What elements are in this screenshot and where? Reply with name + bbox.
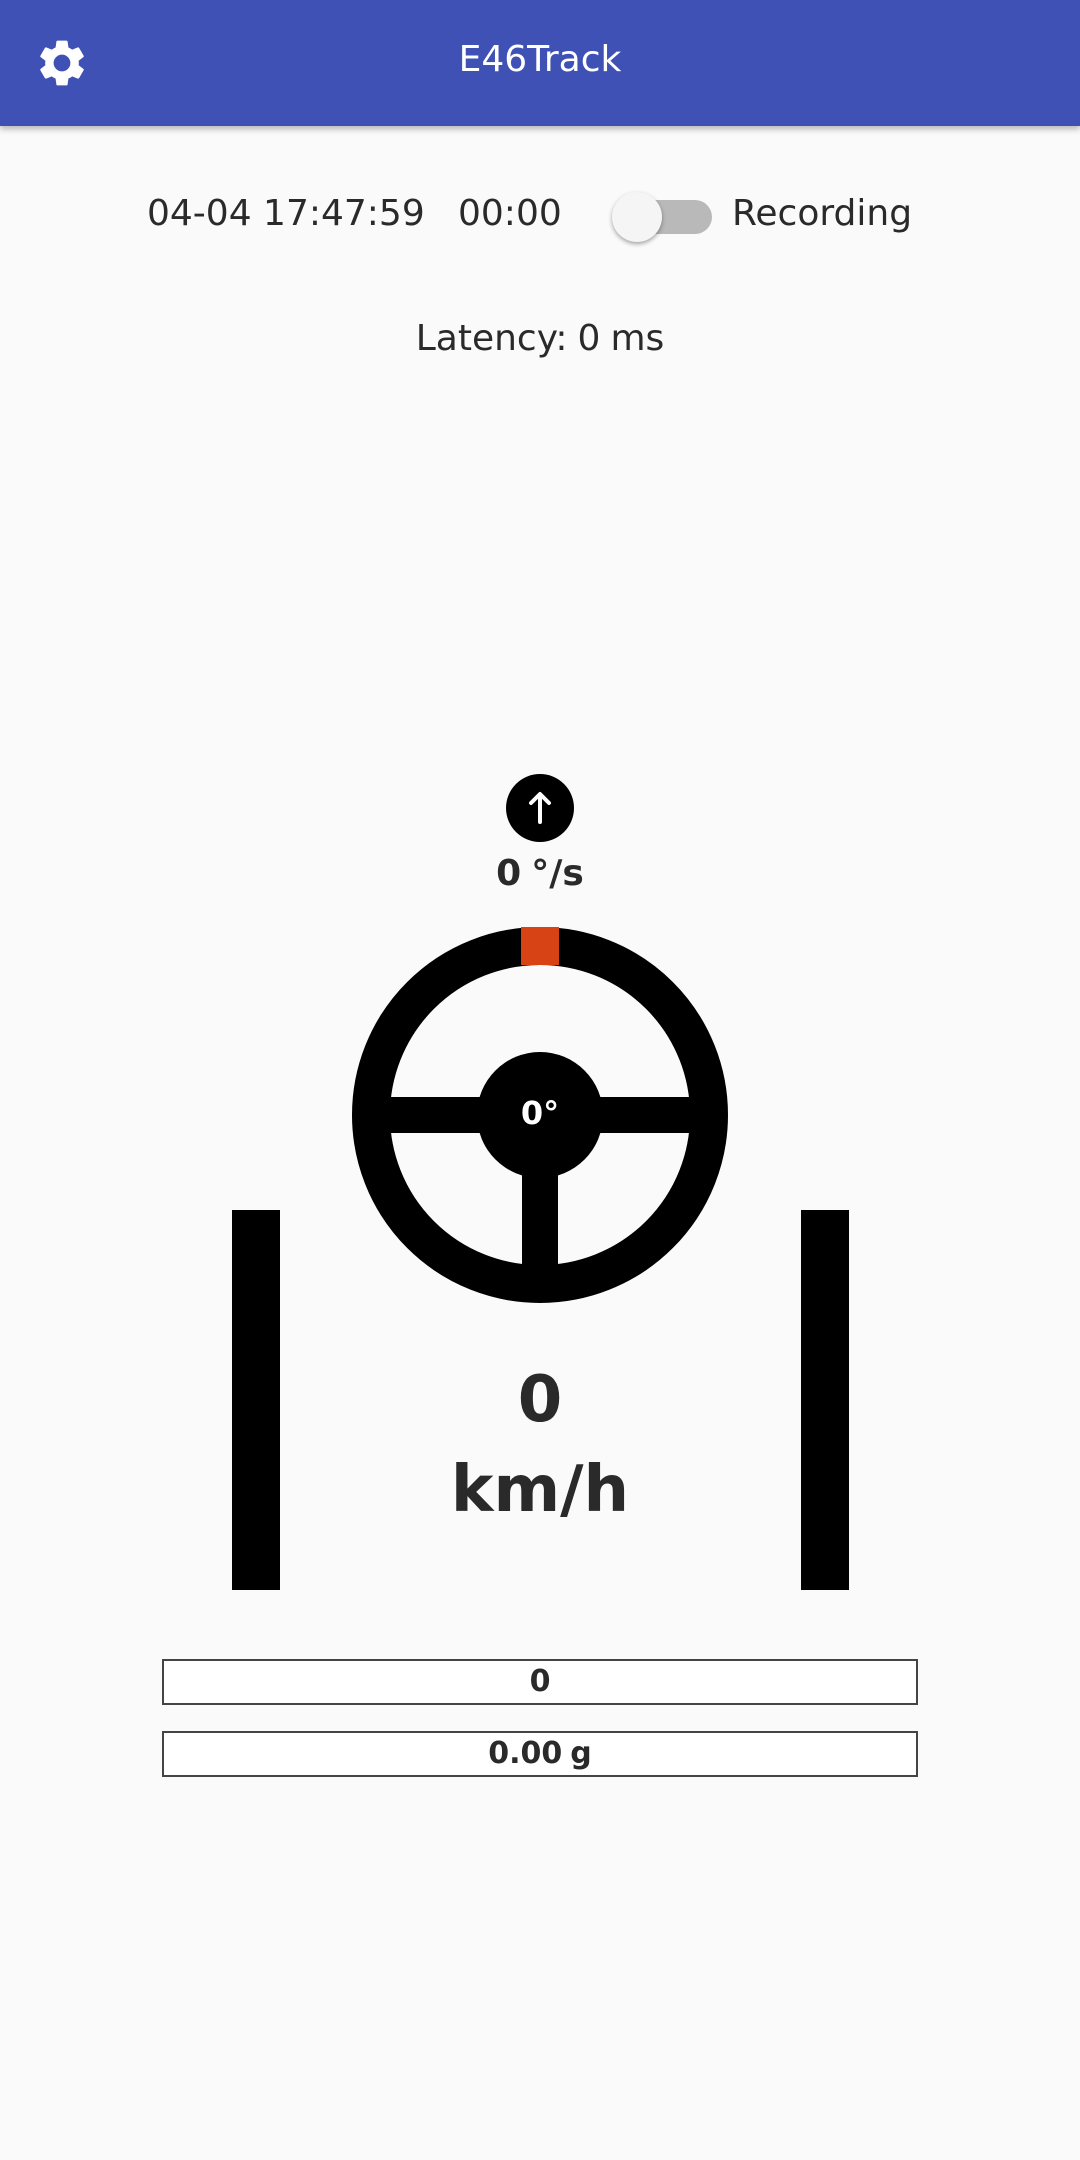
recording-label: Recording <box>732 193 913 234</box>
steering-hub <box>477 1052 603 1178</box>
settings-button[interactable] <box>30 31 94 95</box>
yaw-rate-readout: 0°/s <box>0 850 1080 898</box>
recording-toggle-thumb <box>612 192 662 242</box>
yaw-rate-value: 0 <box>496 853 522 894</box>
heading-indicator <box>506 774 574 842</box>
steering-right-spoke <box>586 1097 706 1133</box>
elapsed-time-text: 00:00 <box>458 193 562 234</box>
value-bar-1-text: 0 <box>529 1664 551 1699</box>
steering-angle-text: 0° <box>520 1094 560 1132</box>
status-row: 04-04 17:47:59 00:00 Recording <box>0 188 1080 242</box>
speed-value: 0 <box>517 1363 563 1437</box>
steering-left-spoke <box>374 1097 494 1133</box>
speed-unit: km/h <box>450 1453 630 1527</box>
right-pedal-bar <box>801 1210 849 1590</box>
datetime-text: 04-04 17:47:59 <box>147 193 425 234</box>
steering-wheel <box>352 927 728 1303</box>
value-bar-1: 0 <box>162 1659 918 1705</box>
arrow-up-icon <box>529 792 551 824</box>
yaw-rate-unit: °/s <box>531 853 584 894</box>
latency-value: 0 <box>577 318 601 359</box>
latency-label: Latency: <box>415 318 568 359</box>
latency-unit: ms <box>610 318 665 359</box>
left-pedal-bar <box>232 1210 280 1590</box>
app-bar: E46Track <box>0 0 1080 126</box>
gear-icon <box>40 40 84 86</box>
app-title: E46Track <box>458 39 622 80</box>
g-force-value: 0.00 <box>488 1736 563 1771</box>
recording-toggle[interactable] <box>612 192 712 242</box>
steering-top-marker <box>521 927 559 965</box>
g-force-unit: g <box>570 1736 592 1771</box>
